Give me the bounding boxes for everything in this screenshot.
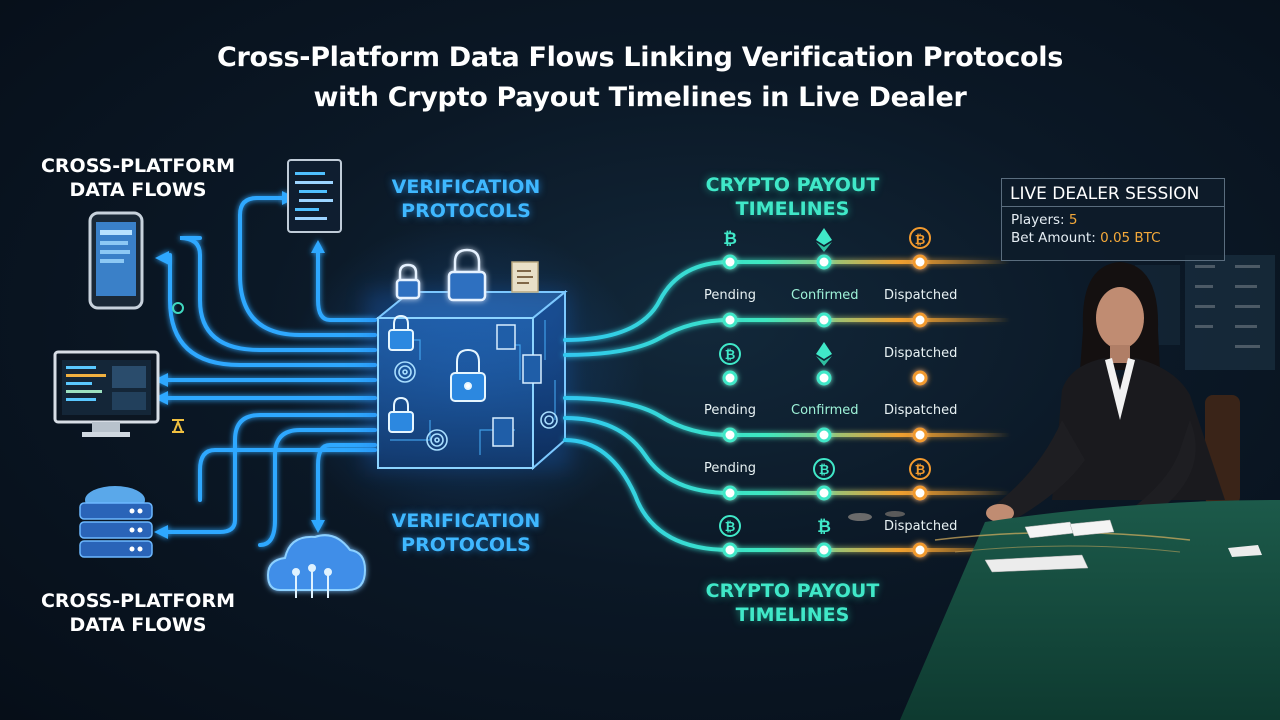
code-document-icon [287, 159, 342, 233]
svg-text:₿: ₿ [723, 229, 737, 249]
players-value: 5 [1068, 212, 1078, 228]
phone-icon [88, 211, 144, 310]
status-pending: Pending [704, 461, 756, 476]
label-payout-top: CRYPTO PAYOUT TIMELINES [705, 174, 880, 220]
bet-amount-label: Bet Amount: [1011, 230, 1096, 246]
page-title: Cross-Platform Data Flows Linking Verifi… [0, 38, 1280, 118]
small-node-icons [172, 302, 184, 433]
data-flow-lines [166, 196, 377, 547]
timeline-nodes [722, 254, 928, 558]
bet-amount-value: 0.05 BTC [1100, 230, 1161, 246]
status-pending: Pending [704, 288, 756, 303]
label-verification-bottom: VERIFICATION PROTOCOLS [391, 510, 541, 556]
status-confirmed: Confirmed [791, 403, 859, 418]
panel-header: LIVE DEALER SESSION [1002, 179, 1224, 207]
players-label: Players: [1011, 212, 1065, 228]
cloud-icon [266, 534, 367, 598]
bitcoin-icon: ₿ [817, 517, 831, 537]
server-stack-icon [79, 486, 153, 558]
payout-timeline-lines [563, 260, 1012, 552]
players-row: Players: 5 [1002, 207, 1224, 228]
casino-chips [848, 511, 905, 521]
live-dealer-session-panel: LIVE DEALER SESSION Players: 5 Bet Amoun… [1001, 178, 1225, 261]
svg-text:₿: ₿ [915, 463, 926, 478]
svg-text:₿: ₿ [817, 517, 831, 537]
status-dispatched: Dispatched [884, 403, 958, 418]
label-data-flows-top: CROSS-PLATFORM DATA FLOWS [40, 155, 236, 201]
flow-arrowheads [154, 191, 325, 539]
svg-text:₿: ₿ [819, 463, 830, 478]
playing-cards [984, 519, 1262, 573]
casino-table [900, 500, 1280, 720]
label-data-flows-bottom: CROSS-PLATFORM DATA FLOWS [40, 590, 236, 636]
svg-text:₿: ₿ [915, 233, 926, 248]
status-confirmed: Confirmed [791, 288, 859, 303]
bitcoin-icon: ₿ [723, 229, 737, 249]
bitcoin-icon: ₿ [813, 458, 835, 480]
bitcoin-icon: ₿ [909, 458, 931, 480]
bitcoin-icon: ₿ [719, 343, 741, 365]
monitor-icon [53, 350, 160, 437]
status-dispatched: Dispatched [884, 288, 958, 303]
status-dispatched: Dispatched [884, 346, 958, 361]
lock-icon [395, 248, 487, 302]
svg-text:₿: ₿ [725, 520, 736, 535]
status-dispatched: Dispatched [884, 519, 958, 534]
label-payout-bottom: CRYPTO PAYOUT TIMELINES [705, 580, 880, 626]
svg-text:₿: ₿ [725, 348, 736, 363]
title-line-1: Cross-Platform Data Flows Linking Verifi… [216, 42, 1064, 73]
ethereum-icon [816, 342, 832, 366]
status-pending: Pending [704, 403, 756, 418]
ethereum-icon [816, 228, 832, 252]
document-icon [511, 261, 539, 293]
verification-cube [365, 289, 570, 471]
bet-amount-row: Bet Amount: 0.05 BTC [1002, 228, 1224, 246]
title-line-2: with Crypto Payout Timelines in Live Dea… [313, 82, 967, 113]
label-verification-top: VERIFICATION PROTOCOLS [391, 176, 541, 222]
bitcoin-icon: ₿ [719, 515, 741, 537]
bitcoin-icon: ₿ [909, 227, 931, 249]
